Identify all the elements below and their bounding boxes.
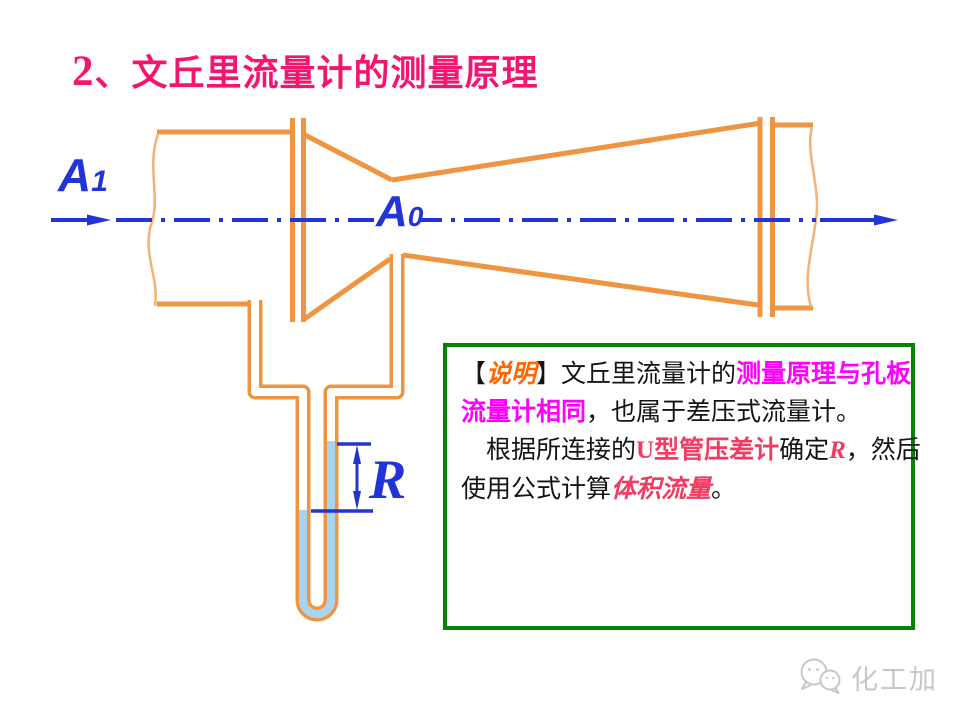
note-l4-black2: 。 [711, 475, 737, 503]
inlet-area-subscript: 1 [91, 165, 108, 198]
note-l1-highlight: 测量原理与孔板 [736, 360, 912, 388]
reading-arrowheads [353, 445, 361, 510]
title-number: 2 [72, 48, 95, 95]
throat-area-symbol: A [376, 187, 408, 236]
pipe-break-left-curve [147, 133, 160, 307]
manometer-tubes-outer [247, 254, 405, 622]
converging-cone-top-line [303, 132, 394, 183]
throat-area-subscript: 0 [407, 201, 424, 232]
watermark-text: 化工加 [851, 664, 938, 695]
manometer-liquid [299, 441, 335, 618]
note-line-4: 使用公式计算体积流量。 [461, 470, 901, 508]
upstream-tap-tube-outer [247, 300, 311, 600]
pipe-break-right-curve [806, 126, 819, 308]
note-box: 【说明】文丘里流量计的测量原理与孔板 流量计相同，也属于差压式流量计。 根据所连… [443, 343, 921, 630]
pipe-break-curves [147, 126, 819, 308]
throat-area-label: A0 [376, 190, 423, 234]
note-l4-black1: 使用公式计算 [461, 475, 612, 503]
reading-arrowhead-up [353, 445, 361, 464]
upstream-tap-tube-bore [251, 300, 307, 600]
throat-tap-tube-bore [327, 254, 401, 600]
note-line-3: 根据所连接的U型管压差计确定R，然后 [461, 431, 921, 470]
big-bubble-eye-left [808, 668, 811, 671]
throat-tap-tube-outer [323, 254, 405, 600]
manometer-reading-label: R [369, 449, 407, 511]
note-bracket-open: 【 [461, 360, 487, 388]
diverging-cone-bottom-line [402, 252, 759, 308]
label-a0-backdrop [374, 192, 420, 232]
note-l2-black: ，也属于差压式流量计。 [586, 398, 862, 426]
note-l1-black: 文丘里流量计的 [561, 360, 737, 388]
note-l3-utube: 型管压差计 [654, 436, 780, 464]
note-l3-black3: ，然后 [845, 436, 921, 464]
inlet-area-label: A1 [58, 152, 108, 198]
diverging-cone-top-line [391, 120, 762, 183]
reading-dimension-marks [311, 442, 373, 513]
big-bubble-tail [801, 681, 812, 690]
small-bubble [819, 669, 841, 691]
reading-arrowhead-down [353, 491, 361, 510]
note-l3-black1: 根据所连接的 [486, 436, 637, 464]
inlet-area-symbol: A [58, 149, 92, 201]
watermark-logo: 化工加 [797, 656, 938, 698]
note-line-1: 【说明】文丘里流量计的测量原理与孔板 [461, 355, 911, 393]
outlet-arrowhead [874, 214, 898, 226]
note-l3-r-symbol: R [829, 437, 846, 464]
big-bubble-eye-right [816, 668, 819, 671]
note-l3-black2: 确定 [779, 436, 830, 464]
small-bubble-eye-right [832, 676, 835, 680]
note-line-2: 流量计相同，也属于差压式流量计。 [461, 393, 901, 431]
inlet-arrowhead [87, 214, 111, 226]
wechat-bubbles-icon [800, 658, 841, 694]
title-text: 、文丘里流量计的测量原理 [94, 52, 539, 93]
note-l4-volumetric-flow: 体积流量 [611, 475, 712, 503]
note-l2-highlight: 流量计相同 [461, 398, 587, 426]
note-term-shuoming: 说明 [486, 360, 537, 388]
flow-arrowheads [87, 214, 898, 226]
small-bubble-eye-left [825, 676, 828, 680]
converging-cone-bottom-line [301, 256, 392, 323]
small-bubble-tail [830, 686, 840, 694]
venturi-pipe-lines [157, 117, 813, 323]
page-title: 2、文丘里流量计的测量原理 [72, 44, 539, 96]
note-l3-u: U [636, 437, 655, 464]
note-bracket-close: 】 [536, 360, 562, 388]
